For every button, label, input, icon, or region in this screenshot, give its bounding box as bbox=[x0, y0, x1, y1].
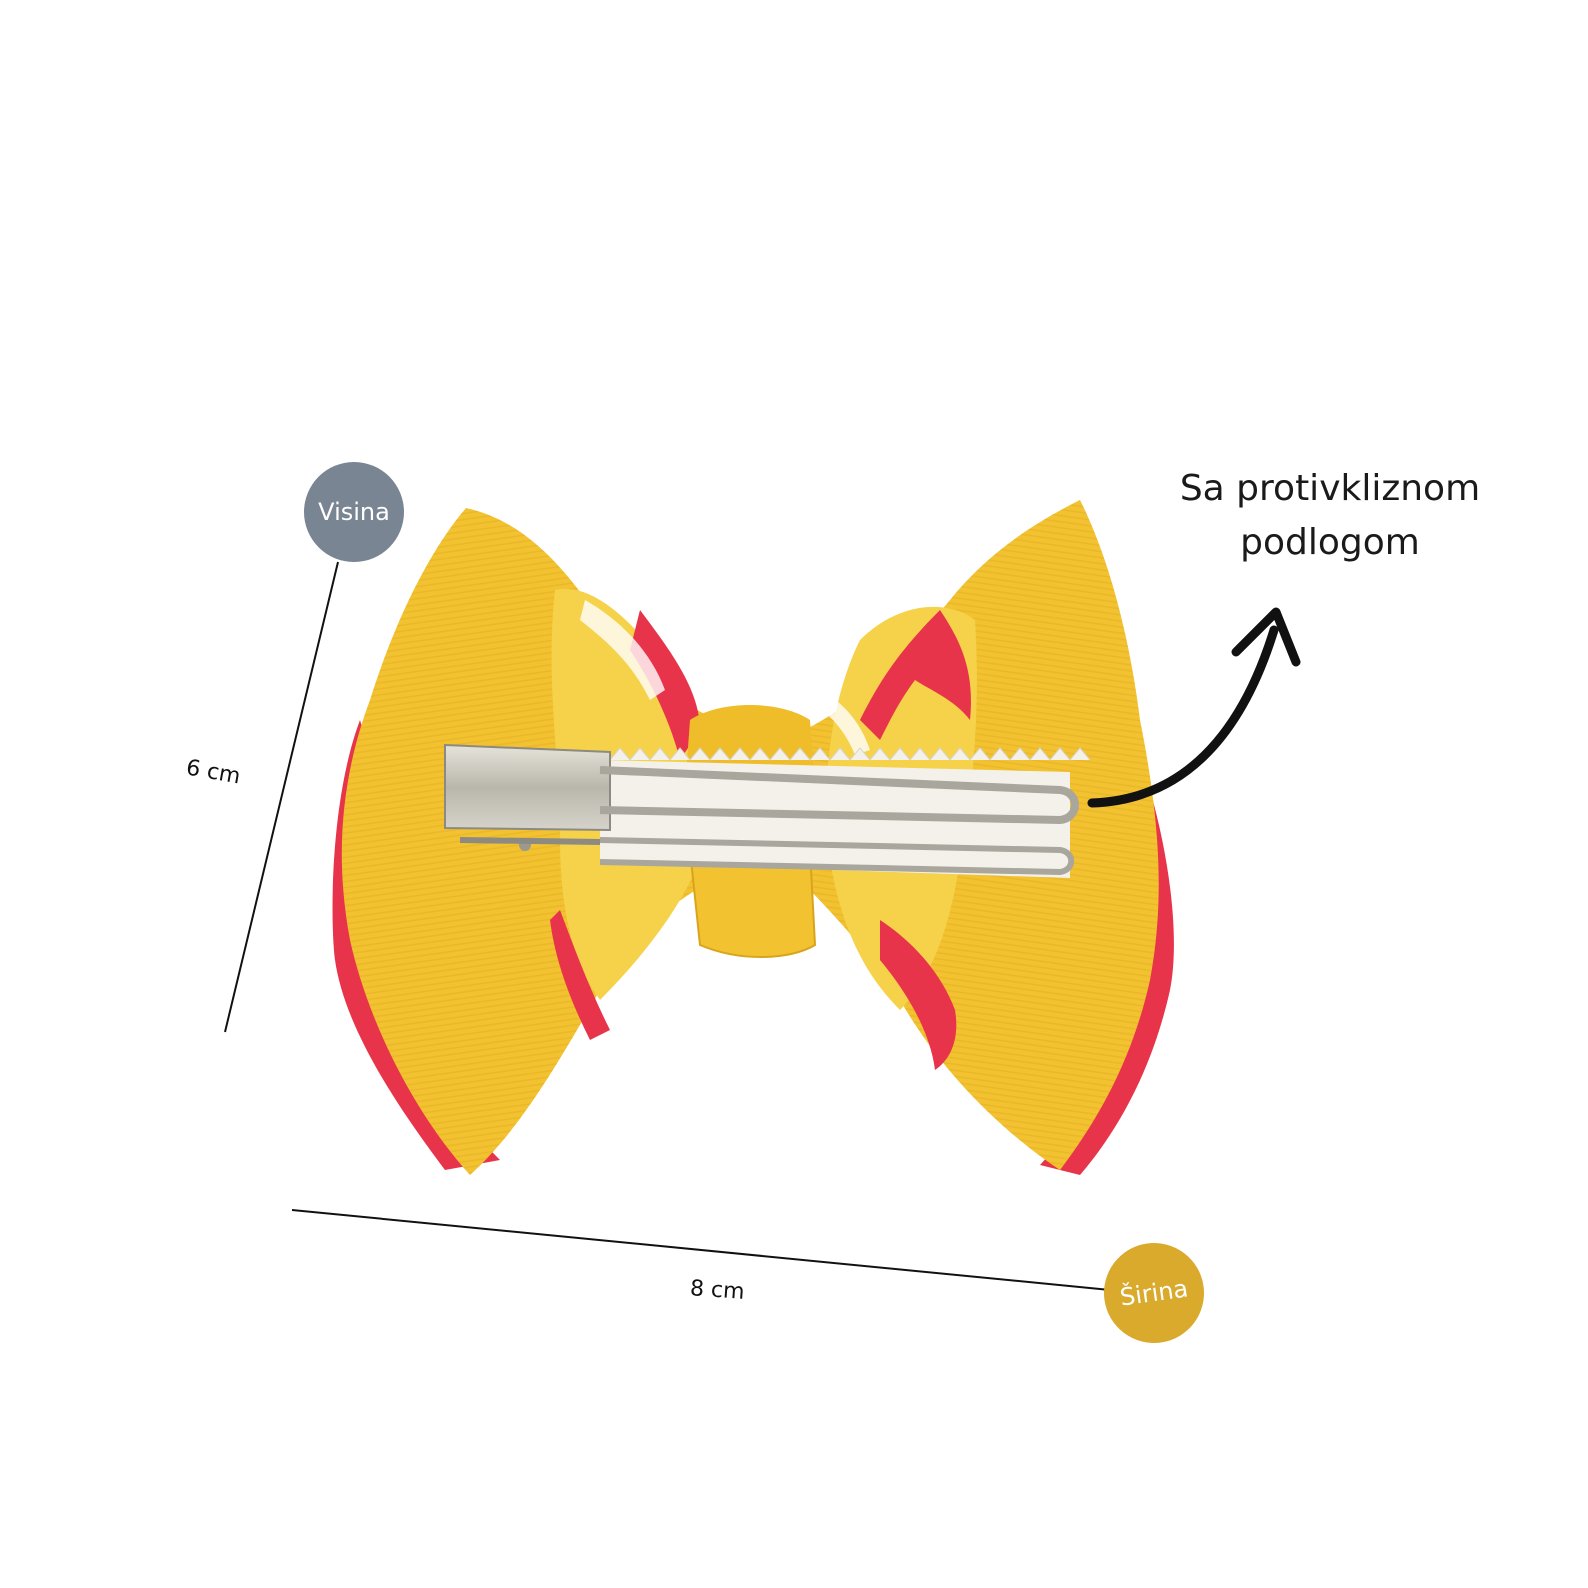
bow-left-print-white bbox=[580, 600, 665, 700]
bow-left-red-edge bbox=[332, 720, 500, 1170]
width-badge-label: Širina bbox=[1118, 1274, 1190, 1312]
callout-line-2: podlogom bbox=[1240, 522, 1420, 563]
bow-right-print-white bbox=[815, 690, 870, 755]
clip-hinge bbox=[459, 837, 601, 845]
callout-arrowhead bbox=[1231, 607, 1301, 667]
bow-left-print-red-lower bbox=[550, 910, 610, 1040]
bow-right-red-edge bbox=[1040, 790, 1174, 1175]
bow-left-print-red bbox=[630, 610, 700, 760]
bow-right-print-red bbox=[860, 610, 971, 740]
clip-upper-prong bbox=[599, 766, 1079, 825]
bow-right-print-red-lower bbox=[880, 920, 957, 1070]
callout-line-1: Sa protivkliznom bbox=[1179, 468, 1481, 509]
clip-teeth bbox=[609, 747, 1091, 761]
alligator-clip bbox=[444, 743, 1091, 878]
height-badge-label: Visina bbox=[318, 498, 390, 526]
height-badge: Visina bbox=[304, 462, 404, 562]
height-measure-line bbox=[224, 561, 339, 1033]
clip-body bbox=[444, 743, 611, 832]
clip-lower-prong bbox=[599, 837, 1075, 876]
feature-callout: Sa protivkliznom podlogom bbox=[1150, 462, 1510, 570]
callout-arrow bbox=[1087, 625, 1279, 808]
bow-center-knot-lower bbox=[688, 849, 817, 958]
bow-hair-clip bbox=[332, 500, 1174, 1175]
width-measure-line bbox=[291, 1209, 1111, 1291]
width-value: 8 cm bbox=[689, 1276, 746, 1305]
